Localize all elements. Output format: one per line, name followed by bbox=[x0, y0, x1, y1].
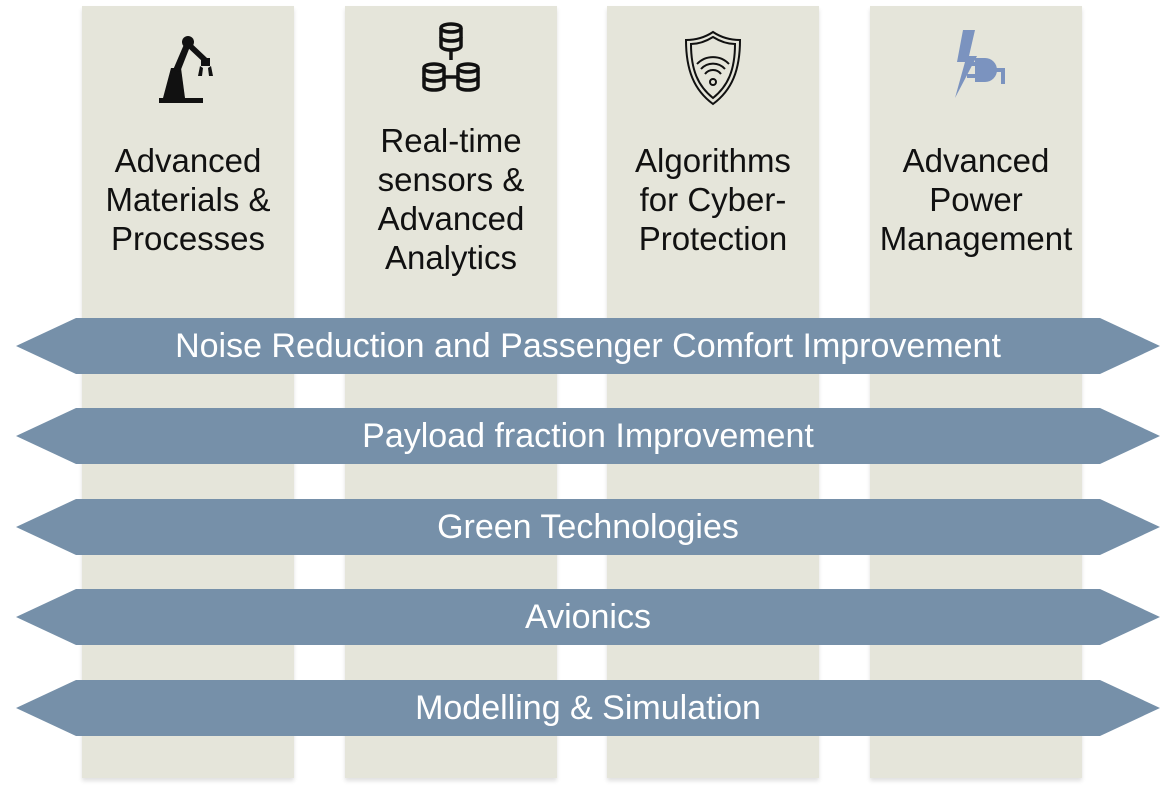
column-label: Advanced Power Management bbox=[870, 114, 1082, 284]
band-label: Modelling & Simulation bbox=[415, 688, 761, 727]
band-modelling-simulation: Modelling & Simulation bbox=[16, 680, 1160, 736]
band-label: Noise Reduction and Passenger Comfort Im… bbox=[175, 326, 1001, 365]
column-label-line: Analytics bbox=[384, 239, 518, 276]
column-label-line: for Cyber- bbox=[639, 180, 787, 218]
database-network-icon bbox=[422, 22, 480, 92]
band-label: Green Technologies bbox=[437, 507, 739, 546]
column-cyber-protection: Algorithms for Cyber- Protection bbox=[607, 6, 819, 778]
wifi-shield-icon bbox=[684, 30, 742, 106]
column-label-line: Materials & bbox=[105, 180, 271, 218]
column-power-management: Advanced Power Management bbox=[870, 6, 1082, 778]
power-plug-lightning-icon bbox=[955, 30, 1005, 98]
column-label-line: sensors & bbox=[377, 161, 525, 198]
column-label-line: Protection bbox=[638, 219, 788, 257]
band-green-technologies: Green Technologies bbox=[16, 499, 1160, 555]
column-label-line: Management bbox=[879, 219, 1073, 257]
column-label: Advanced Materials & Processes bbox=[82, 114, 294, 284]
band-avionics: Avionics bbox=[16, 589, 1160, 645]
robotic-arm-icon bbox=[159, 36, 213, 103]
band-label: Avionics bbox=[525, 597, 651, 636]
band-label: Payload fraction Improvement bbox=[362, 416, 814, 455]
column-label-line: Real-time bbox=[380, 122, 522, 159]
column-label: Algorithms for Cyber- Protection bbox=[607, 114, 819, 284]
band-payload-fraction: Payload fraction Improvement bbox=[16, 408, 1160, 464]
column-label-line: Advanced bbox=[902, 141, 1050, 179]
column-label: Real-time sensors & Advanced Analytics bbox=[345, 114, 557, 284]
band-noise-reduction: Noise Reduction and Passenger Comfort Im… bbox=[16, 318, 1160, 374]
column-label-line: Advanced bbox=[114, 141, 262, 179]
column-realtime-sensors: Real-time sensors & Advanced Analytics bbox=[345, 6, 557, 778]
column-label-line: Algorithms bbox=[635, 141, 791, 179]
column-advanced-materials: Advanced Materials & Processes bbox=[82, 6, 294, 778]
column-label-line: Processes bbox=[110, 219, 266, 257]
column-label-line: Power bbox=[929, 180, 1023, 218]
column-label-line: Advanced bbox=[377, 200, 525, 237]
